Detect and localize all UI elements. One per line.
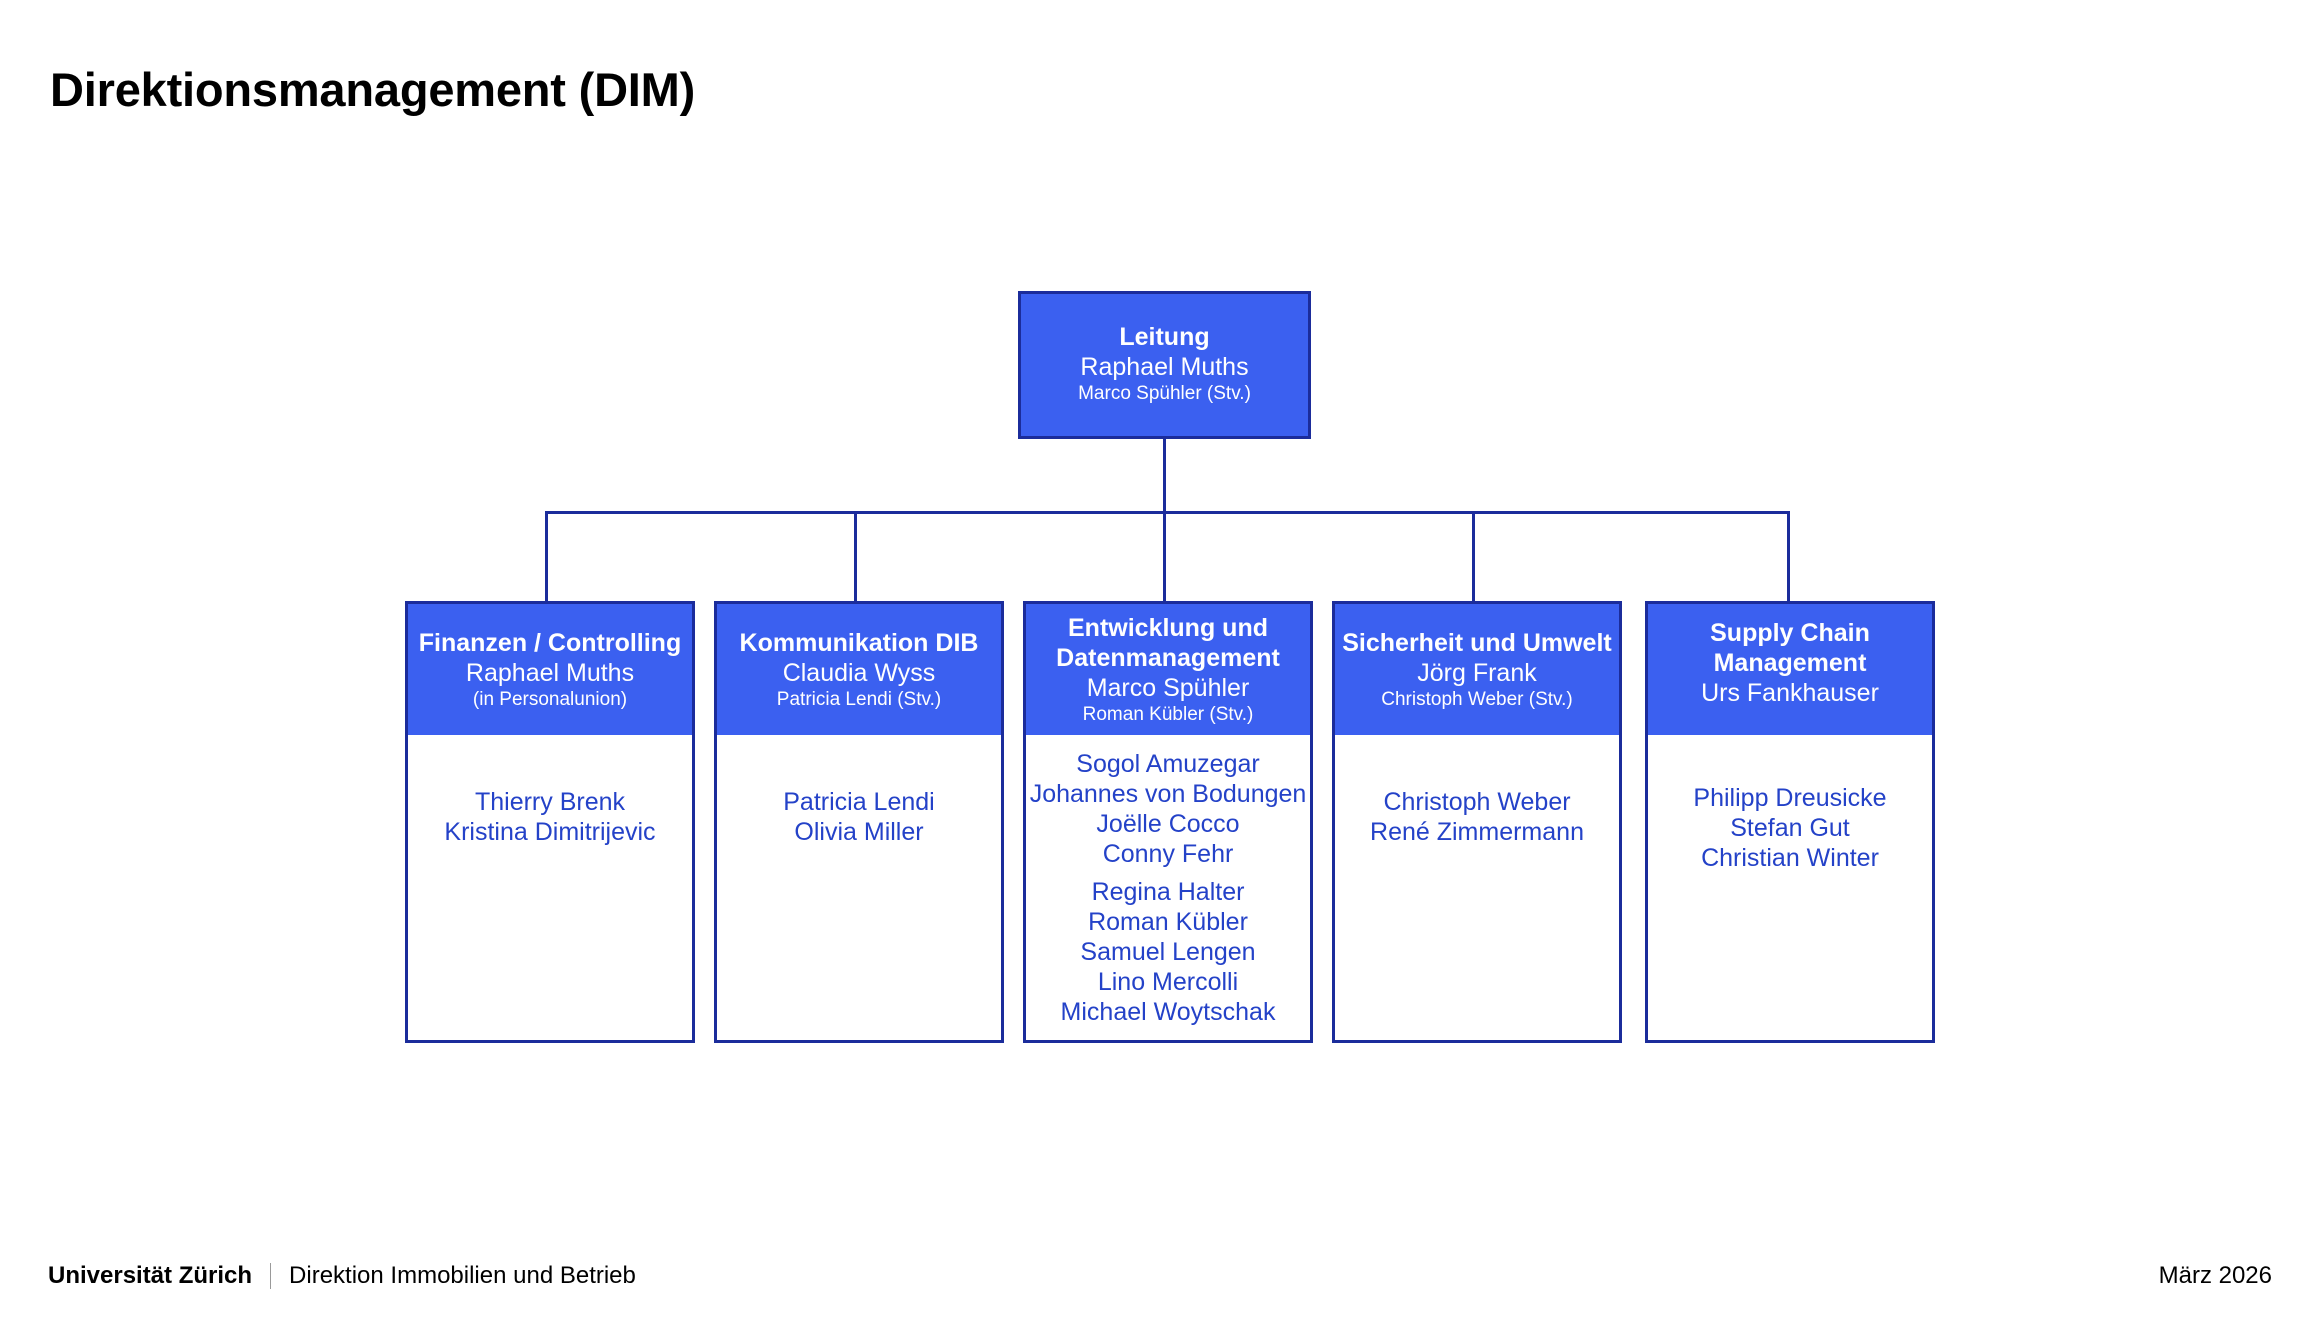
org-node-members: Philipp Dreusicke Stefan Gut Christian W…	[1648, 735, 1932, 873]
org-node-sicherheit-umwelt[interactable]: Sicherheit und Umwelt Jörg Frank Christo…	[1332, 601, 1622, 1043]
org-node-kommunikation-dib[interactable]: Kommunikation DIB Claudia Wyss Patricia …	[714, 601, 1004, 1043]
org-node-deputy: Roman Kübler (Stv.)	[1082, 704, 1254, 725]
member-name: Regina Halter	[1091, 878, 1245, 906]
member-name: Johannes von Bodungen	[1029, 780, 1307, 808]
footer-date: März 2026	[2158, 1262, 2272, 1289]
member-name: Michael Woytschak	[1060, 998, 1276, 1026]
footer-divider	[270, 1263, 272, 1289]
member-name: Thierry Brenk	[474, 788, 626, 816]
org-node-deputy: Christoph Weber (Stv.)	[1381, 689, 1573, 710]
org-node-deputy: Marco Spühler (Stv.)	[1078, 383, 1251, 404]
org-node-title: Finanzen / Controlling	[418, 629, 682, 657]
member-name: Philipp Dreusicke	[1693, 784, 1887, 812]
member-name: Samuel Lengen	[1080, 938, 1256, 966]
org-node-title: Sicherheit und Umwelt	[1342, 629, 1612, 657]
connector-drop-1	[545, 511, 548, 601]
org-node-lead: Raphael Muths	[465, 659, 635, 687]
member-name: Kristina Dimitrijevic	[444, 818, 656, 846]
member-name: Joëlle Cocco	[1096, 810, 1240, 838]
member-name: Roman Kübler	[1088, 908, 1248, 936]
connector-horizontal-bus	[545, 511, 1790, 514]
org-node-lead: Marco Spühler	[1086, 674, 1250, 702]
org-node-lead: Raphael Muths	[1080, 353, 1249, 381]
org-node-title: Supply Chain Management	[1710, 619, 1870, 677]
org-node-header: Leitung Raphael Muths Marco Spühler (Stv…	[1021, 294, 1308, 436]
slide-footer: Universität Zürich Direktion Immobilien …	[0, 1262, 2320, 1302]
org-node-header: Finanzen / Controlling Raphael Muths (in…	[408, 604, 692, 735]
org-node-lead: Claudia Wyss	[782, 659, 936, 687]
page-title: Direktionsmanagement (DIM)	[50, 63, 696, 116]
member-name: Olivia Miller	[794, 818, 924, 846]
org-node-header: Kommunikation DIB Claudia Wyss Patricia …	[717, 604, 1001, 735]
org-node-members: Patricia Lendi Olivia Miller	[717, 735, 1001, 847]
footer-department: Direktion Immobilien und Betrieb	[289, 1262, 636, 1289]
org-node-deputy: (in Personalunion)	[472, 689, 628, 710]
connector-drop-2	[854, 511, 857, 601]
org-node-members: Sogol Amuzegar Johannes von Bodungen Joë…	[1026, 735, 1310, 1027]
org-node-entwicklung-datenmanagement[interactable]: Entwicklung und Datenmanagement Marco Sp…	[1023, 601, 1313, 1043]
connector-drop-5	[1787, 511, 1790, 601]
member-name: Sogol Amuzegar	[1076, 750, 1260, 778]
org-node-supply-chain-management[interactable]: Supply Chain Management Urs Fankhauser P…	[1645, 601, 1935, 1043]
org-node-title: Leitung	[1119, 323, 1210, 351]
connector-drop-3	[1163, 511, 1166, 601]
org-node-title: Entwicklung und Datenmanagement	[1056, 614, 1280, 672]
member-name: Conny Fehr	[1102, 840, 1234, 868]
member-name: Christian Winter	[1701, 844, 1879, 872]
org-node-header: Supply Chain Management Urs Fankhauser	[1648, 604, 1932, 735]
org-node-lead: Jörg Frank	[1417, 659, 1537, 687]
footer-left-group: Universität Zürich Direktion Immobilien …	[48, 1262, 636, 1290]
footer-organisation: Universität Zürich	[48, 1262, 253, 1289]
member-name: Stefan Gut	[1730, 814, 1850, 842]
org-node-title: Kommunikation DIB	[739, 629, 979, 657]
connector-drop-4	[1472, 511, 1475, 601]
connector-root-stem	[1163, 439, 1166, 513]
org-node-lead: Urs Fankhauser	[1701, 679, 1879, 707]
member-name: Patricia Lendi	[783, 788, 935, 816]
member-name: Christoph Weber	[1383, 788, 1571, 816]
org-node-header: Sicherheit und Umwelt Jörg Frank Christo…	[1335, 604, 1619, 735]
org-node-members: Thierry Brenk Kristina Dimitrijevic	[408, 735, 692, 847]
org-node-deputy: Patricia Lendi (Stv.)	[776, 689, 942, 710]
org-node-header: Entwicklung und Datenmanagement Marco Sp…	[1026, 604, 1310, 735]
member-name: Lino Mercolli	[1097, 968, 1239, 996]
org-node-leitung[interactable]: Leitung Raphael Muths Marco Spühler (Stv…	[1018, 291, 1311, 439]
org-node-finanzen-controlling[interactable]: Finanzen / Controlling Raphael Muths (in…	[405, 601, 695, 1043]
org-node-members: Christoph Weber René Zimmermann	[1335, 735, 1619, 847]
member-name: René Zimmermann	[1370, 818, 1584, 846]
